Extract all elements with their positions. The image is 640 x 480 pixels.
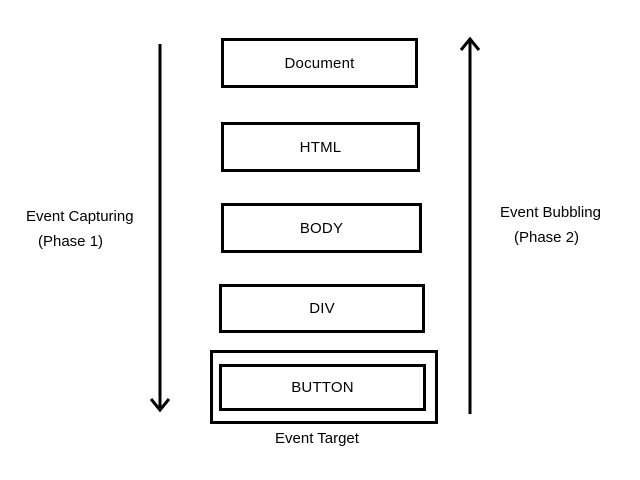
layer-box-document: Document xyxy=(221,38,418,88)
layer-box-div: DIV xyxy=(219,284,425,333)
layer-label-body: BODY xyxy=(299,219,344,237)
capturing-label-line2: (Phase 1) xyxy=(38,233,104,250)
event-target-label: Event Target xyxy=(275,430,359,447)
bubbling-label-line1: Event Bubbling xyxy=(500,204,601,221)
layer-label-button: BUTTON xyxy=(291,379,354,396)
layer-label-html: HTML xyxy=(299,138,342,156)
layer-box-html: HTML xyxy=(221,122,420,172)
layer-label-document: Document xyxy=(284,54,355,72)
bubbling-label-line2: (Phase 2) xyxy=(514,229,580,246)
capturing-down-arrow xyxy=(149,44,171,413)
layer-box-body: BODY xyxy=(221,203,422,253)
capturing-label-line1: Event Capturing xyxy=(26,208,134,225)
layer-label-div: DIV xyxy=(309,300,335,317)
bubbling-up-arrow xyxy=(459,36,481,414)
layer-box-button: BUTTON xyxy=(219,364,426,411)
